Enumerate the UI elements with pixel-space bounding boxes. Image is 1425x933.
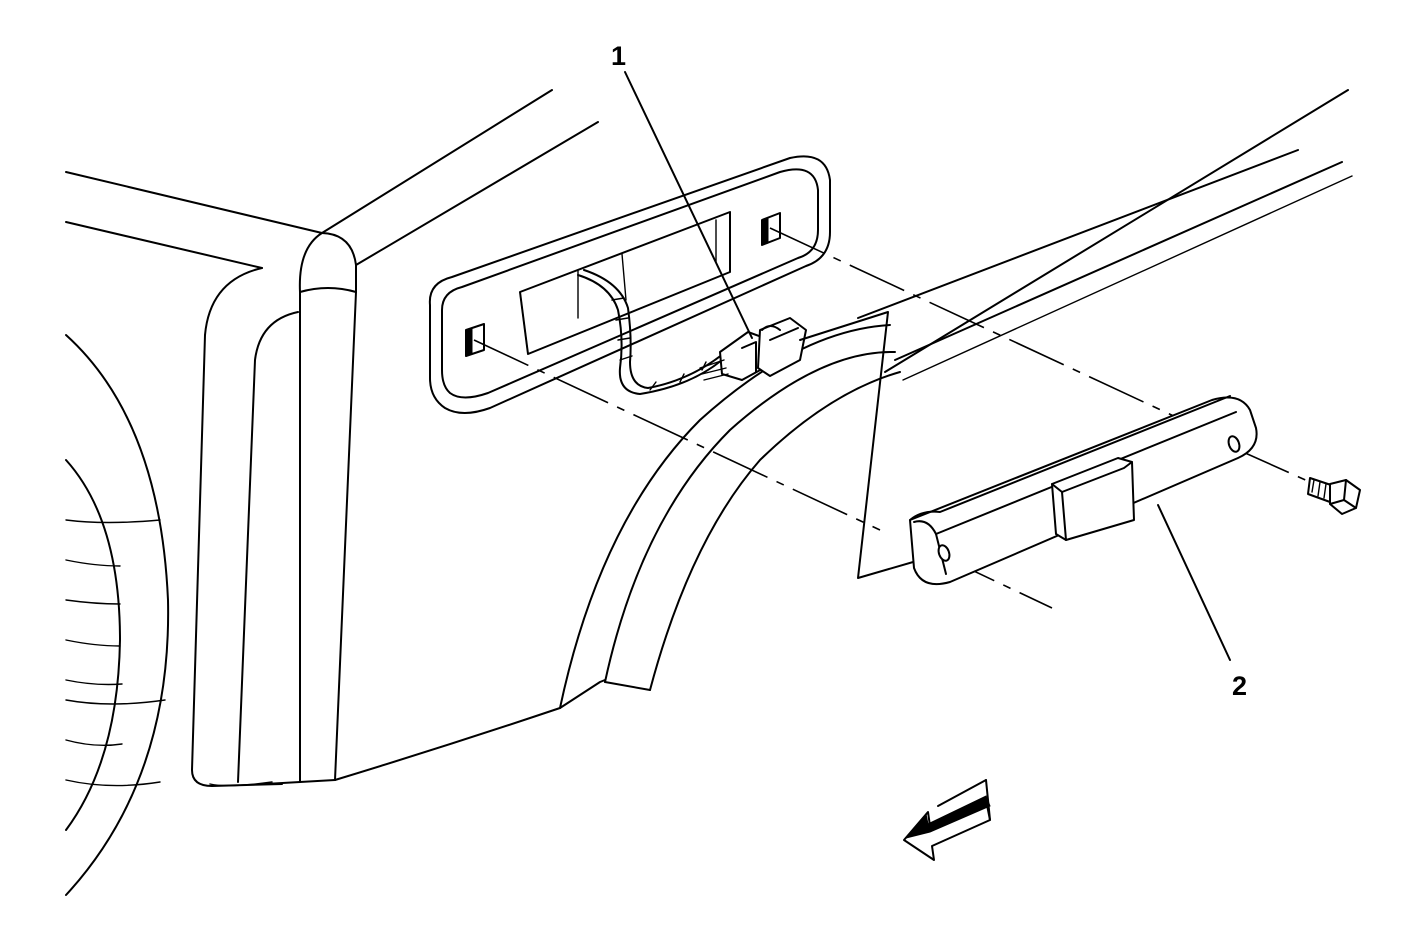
vehicle-body [65,89,1353,787]
electrical-connector-icon [699,317,807,381]
callout-1-leader [624,71,753,339]
tire [65,334,170,896]
alignment-lines [473,227,1311,609]
callout-1-label: 1 [611,41,626,71]
callout-2-leader [1157,504,1231,661]
bolt-icon [1307,477,1361,515]
callout-2-label: 2 [1232,671,1247,701]
side-marker-lamp [909,395,1258,586]
front-direction-arrow-icon [903,779,991,861]
wire-harness [577,269,729,395]
